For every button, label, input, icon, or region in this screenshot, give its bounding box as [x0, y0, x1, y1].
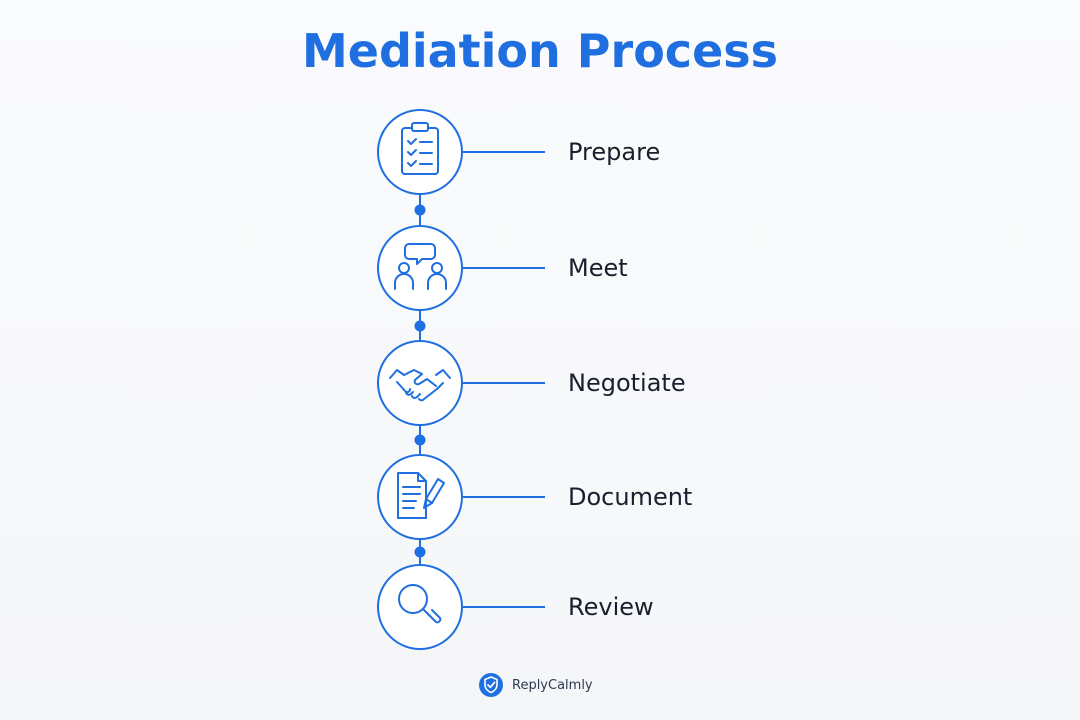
- step-connectors: [414, 193, 426, 568]
- handshake-icon: [389, 369, 451, 402]
- magnifier-icon: [398, 584, 442, 624]
- step-label-meet: Meet: [568, 254, 628, 282]
- connector-dot-3-4: [414, 434, 426, 446]
- step-label-document: Document: [568, 483, 693, 511]
- connector-dot-1-2: [414, 204, 426, 216]
- clipboard-checklist-icon: [401, 122, 439, 175]
- people-chat-icon: [394, 243, 447, 290]
- step-review: [377, 564, 545, 650]
- shield-check-icon: [479, 673, 503, 697]
- step-circle: [377, 225, 463, 311]
- step-label-review: Review: [568, 593, 654, 621]
- document-pen-icon: [397, 472, 445, 519]
- step-meet: [377, 225, 545, 311]
- page-title: Mediation Process: [301, 24, 779, 78]
- connector-dot-2-3: [414, 320, 426, 332]
- brand-name: ReplyCalmly: [512, 677, 593, 693]
- connector-dot-4-5: [414, 546, 426, 558]
- step-circle: [377, 564, 463, 650]
- step-negotiate: [377, 340, 545, 426]
- step-label-negotiate: Negotiate: [568, 369, 686, 397]
- brand-footer: ReplyCalmly: [478, 672, 593, 698]
- step-document: [377, 454, 545, 540]
- step-label-prepare: Prepare: [568, 138, 661, 166]
- step-prepare: [377, 109, 545, 195]
- step-circle: [377, 454, 463, 540]
